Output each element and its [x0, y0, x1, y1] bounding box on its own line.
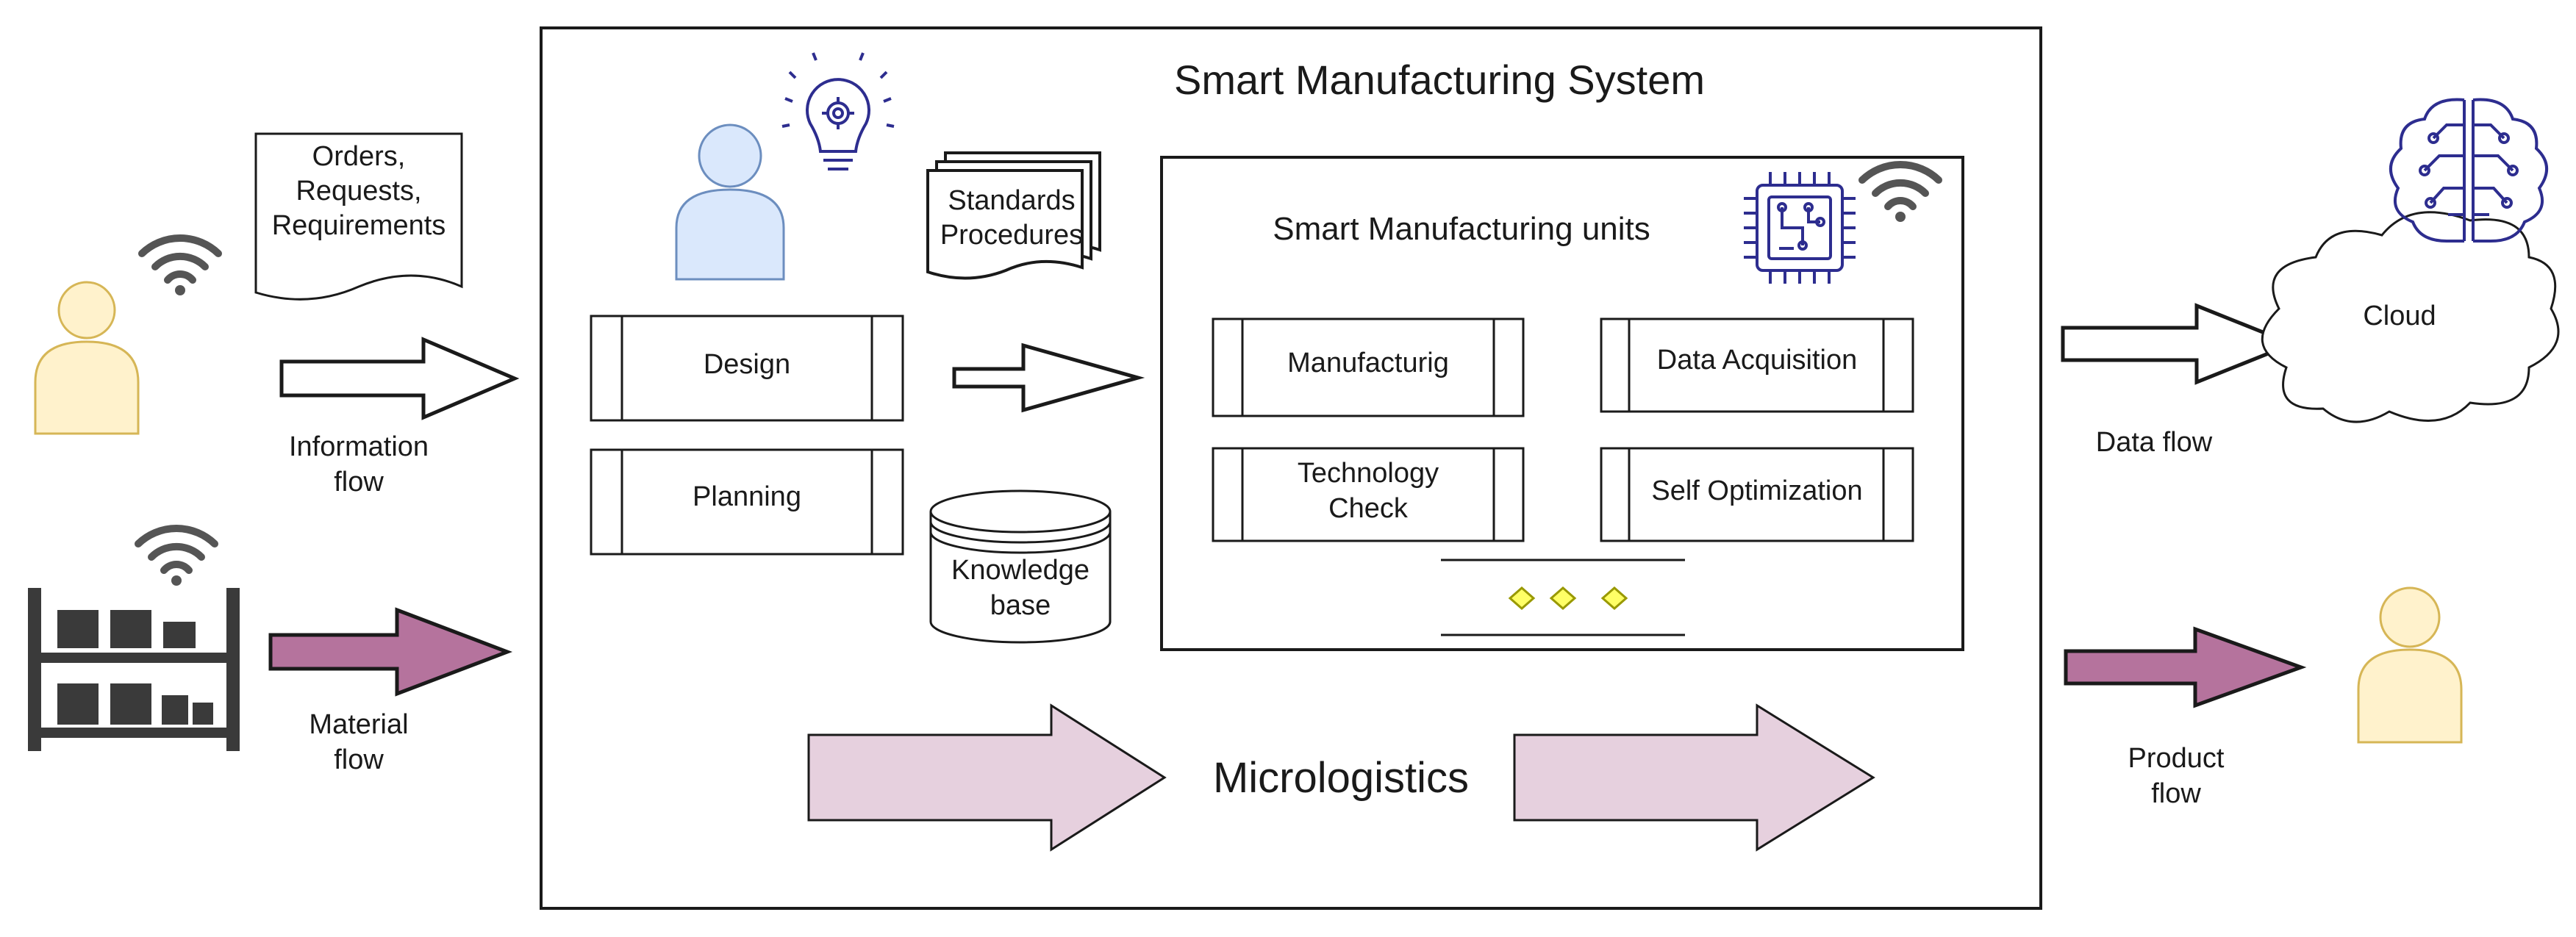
cpu-chip-icon	[1744, 172, 1856, 284]
standards-label: Standards	[948, 185, 1075, 216]
product-flow-label-1: Product	[2128, 743, 2225, 774]
document-line-1: Orders,	[312, 141, 406, 172]
lightbulb-gear-icon	[781, 52, 895, 170]
material-flow-label-2: flow	[334, 744, 384, 775]
customer-person-icon	[34, 281, 140, 435]
manufacturing-label: Manufacturig	[1287, 348, 1449, 378]
wifi-icon	[1858, 161, 1942, 222]
planning-process: Planning	[590, 448, 904, 556]
information-flow-arrow	[279, 337, 520, 420]
smart-manufacturing-system-box	[540, 26, 2042, 910]
micrologistics-arrow-left	[807, 703, 1167, 852]
diamond-icon	[1508, 586, 1536, 610]
wifi-icon	[138, 234, 222, 295]
standards-procedures-documents: Standards Procedures	[926, 151, 1101, 280]
system-title: Smart Manufacturing System	[1174, 57, 1705, 103]
procedures-label: Procedures	[940, 220, 1083, 251]
planning-label: Planning	[693, 481, 801, 512]
document-line-3: Requirements	[272, 210, 446, 241]
diamond-icon	[1600, 586, 1628, 610]
document-line-2: Requests,	[296, 176, 421, 207]
design-process: Design	[590, 315, 904, 422]
design-to-units-arrow	[952, 342, 1145, 413]
knowledge-label: Knowledge	[951, 555, 1090, 586]
designer-person-icon	[675, 123, 785, 281]
product-flow-arrow	[2064, 626, 2307, 708]
product-flow-label-2: flow	[2151, 778, 2201, 809]
wifi-icon	[135, 525, 218, 586]
diamond-icon	[1549, 586, 1577, 610]
base-label: base	[990, 590, 1051, 621]
cloud-label: Cloud	[2363, 301, 2436, 331]
orders-document: Orders, Requests, Requirements	[254, 132, 463, 301]
cloud-icon: Cloud	[2261, 211, 2560, 423]
information-flow-label-2: flow	[334, 467, 384, 498]
check-label: Check	[1328, 493, 1409, 524]
micrologistics-arrow-right	[1513, 703, 1875, 852]
design-label: Design	[704, 349, 790, 380]
self-optimization-unit: Self Optimization	[1600, 447, 1914, 542]
warehouse-shelf-icon	[28, 588, 240, 751]
technology-check-unit: Technology Check	[1212, 447, 1525, 542]
data-flow-arrow	[2061, 303, 2297, 385]
data-flow-label: Data flow	[2096, 427, 2213, 458]
data-acquisition-label: Data Acquisition	[1657, 345, 1858, 376]
manufacturing-unit: Manufacturig	[1212, 317, 1525, 417]
smart-manufacturing-units-box	[1160, 156, 1964, 651]
end-customer-person-icon	[2357, 586, 2463, 744]
self-optimization-label: Self Optimization	[1651, 475, 1862, 506]
information-flow-label-1: Information	[289, 431, 429, 462]
knowledge-base-database-icon: Knowledge base	[929, 489, 1112, 644]
material-flow-label-1: Material	[309, 709, 408, 740]
technology-label: Technology	[1298, 458, 1439, 489]
more-units-indicator	[1441, 559, 1685, 636]
material-flow-arrow	[268, 607, 513, 697]
micrologistics-label: Micrologistics	[1213, 754, 1469, 802]
brain-icon	[2389, 98, 2549, 243]
units-title: Smart Manufacturing units	[1273, 211, 1650, 247]
data-acquisition-unit: Data Acquisition	[1600, 317, 1914, 413]
